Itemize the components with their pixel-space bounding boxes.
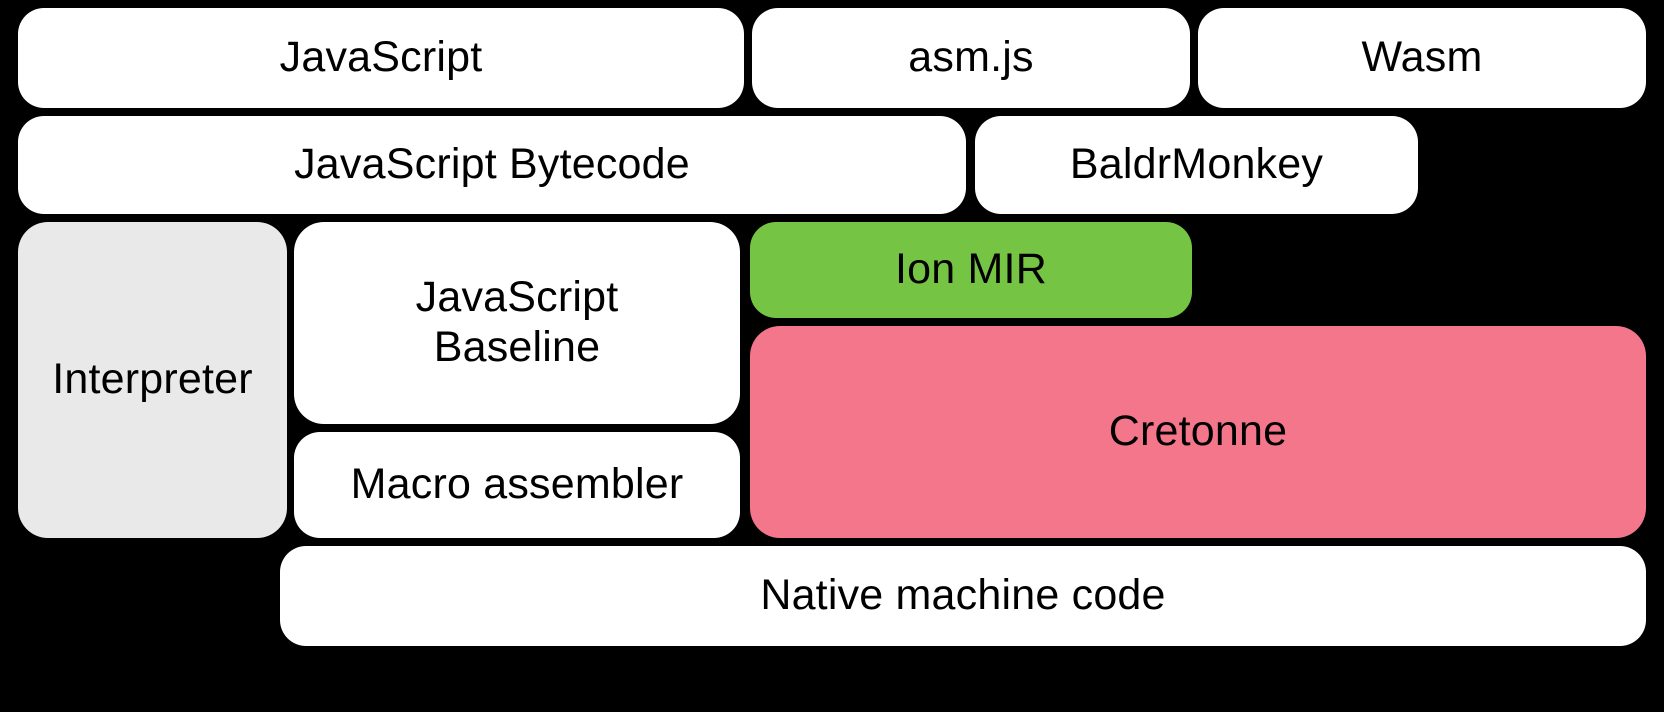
box-javascript[interactable]: JavaScript bbox=[18, 8, 744, 108]
box-asm-js[interactable]: asm.js bbox=[752, 8, 1190, 108]
box-wasm[interactable]: Wasm bbox=[1198, 8, 1646, 108]
box-cretonne[interactable]: Cretonne bbox=[750, 326, 1646, 538]
box-macro-assembler[interactable]: Macro assembler bbox=[294, 432, 740, 538]
box-native-machine-code[interactable]: Native machine code bbox=[280, 546, 1646, 646]
box-interpreter[interactable]: Interpreter bbox=[18, 222, 287, 538]
box-javascript-baseline[interactable]: JavaScript Baseline bbox=[294, 222, 740, 424]
box-baldrmonkey[interactable]: BaldrMonkey bbox=[975, 116, 1418, 214]
box-ion-mir[interactable]: Ion MIR bbox=[750, 222, 1192, 318]
box-javascript-bytecode[interactable]: JavaScript Bytecode bbox=[18, 116, 966, 214]
